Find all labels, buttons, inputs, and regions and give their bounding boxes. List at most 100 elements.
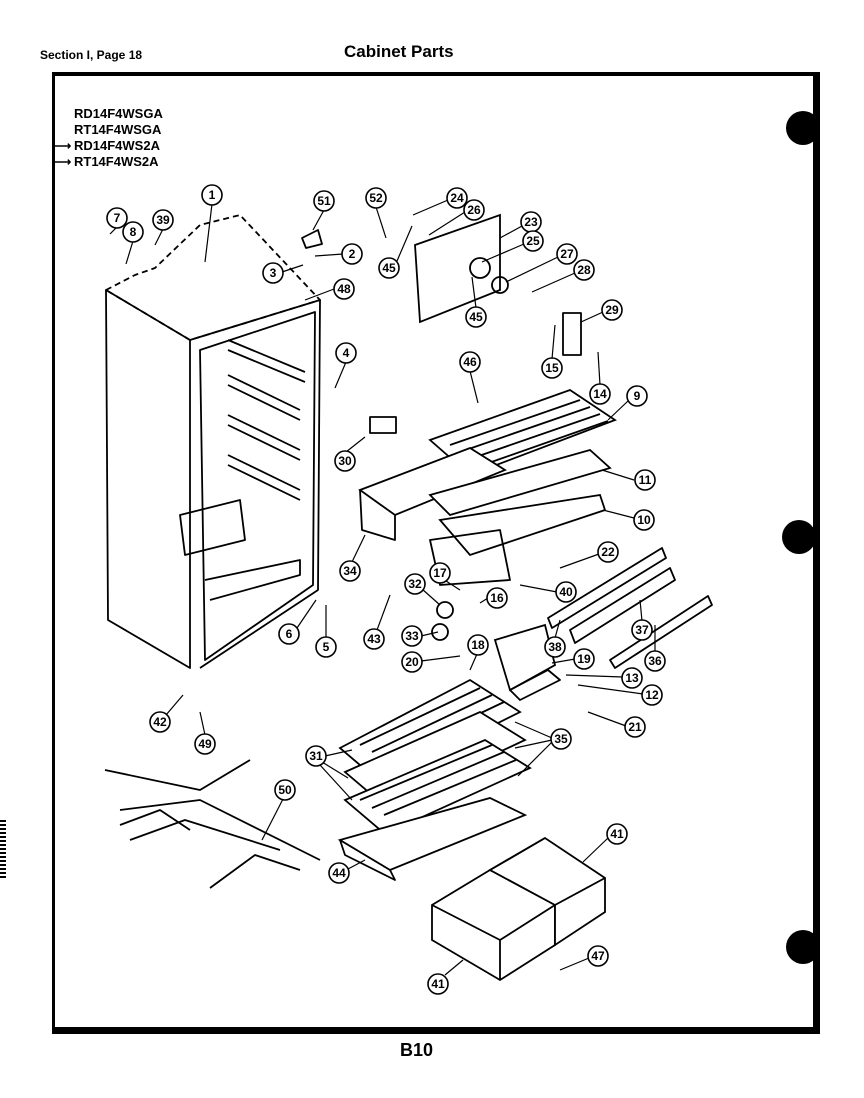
svg-text:33: 33: [405, 629, 419, 643]
callout-22: 22: [559, 541, 619, 569]
svg-text:48: 48: [337, 282, 351, 296]
callout-23: 23: [499, 211, 542, 239]
model-code: RD14F4WSGA: [74, 106, 163, 121]
crisper-drawers: [431, 836, 606, 982]
callout-44: 44: [328, 859, 366, 884]
freezer-shelf-assembly: [358, 389, 617, 586]
callout-36: 36: [644, 625, 666, 672]
callout-47: 47: [559, 945, 609, 971]
model-list: RD14F4WSGA RT14F4WSGA ⟶RD14F4WS2A ⟶RT14F…: [54, 106, 163, 170]
trim-strips: [547, 547, 713, 669]
callout-38: 38: [544, 619, 566, 658]
svg-text:8: 8: [130, 225, 137, 239]
arrow-icon: ⟶: [54, 155, 72, 169]
callout-35: 35: [514, 721, 572, 777]
svg-text:4: 4: [343, 346, 350, 360]
svg-text:11: 11: [639, 473, 652, 487]
svg-text:15: 15: [545, 361, 559, 375]
scan-edge-marks: [0, 820, 6, 880]
svg-text:27: 27: [560, 247, 574, 261]
callout-45-lower: 45: [465, 276, 487, 328]
callout-7: 7: [106, 207, 128, 235]
svg-text:41: 41: [431, 977, 445, 991]
svg-text:29: 29: [605, 303, 619, 317]
svg-text:39: 39: [156, 213, 170, 227]
svg-text:2: 2: [349, 247, 356, 261]
callout-8: 8: [122, 221, 144, 265]
model-code: RT14F4WSGA: [74, 122, 162, 137]
meat-keeper-assembly: [431, 601, 561, 701]
callout-9: 9: [607, 385, 648, 421]
svg-text:32: 32: [408, 577, 422, 591]
callout-41-upper: 41: [582, 823, 628, 863]
callout-20: 20: [401, 651, 461, 673]
callout-29: 29: [580, 299, 623, 323]
callout-46: 46: [459, 351, 481, 404]
svg-text:42: 42: [153, 715, 167, 729]
svg-text:9: 9: [634, 389, 641, 403]
model-code: ⟶RT14F4WS2A: [54, 154, 159, 169]
svg-text:3: 3: [270, 266, 277, 280]
callout-6: 6: [278, 599, 317, 645]
section-page-label: Section I, Page 18: [40, 48, 143, 62]
callout-19: 19: [551, 648, 595, 670]
callout-11: 11: [601, 469, 656, 491]
svg-text:10: 10: [637, 513, 651, 527]
svg-text:31: 31: [309, 749, 323, 763]
svg-text:43: 43: [367, 632, 381, 646]
punch-hole-middle: [782, 520, 816, 554]
callout-34: 34: [339, 534, 366, 582]
callout-21: 21: [587, 711, 646, 738]
callout-2: 2: [314, 243, 363, 265]
control-assembly: [301, 213, 582, 356]
callout-4: 4: [334, 342, 357, 389]
svg-text:51: 51: [317, 194, 331, 208]
callout-26: 26: [428, 199, 485, 236]
callout-5: 5: [315, 605, 337, 658]
model-code: ⟶RD14F4WS2A: [54, 138, 160, 153]
callout-3: 3: [262, 262, 304, 284]
svg-text:18: 18: [471, 638, 485, 652]
diagram-frame: [52, 72, 820, 1034]
callout-32: 32: [404, 573, 441, 606]
wiring-harness: [104, 759, 321, 889]
svg-text:34: 34: [343, 564, 357, 578]
svg-text:36: 36: [648, 654, 662, 668]
callout-12: 12: [577, 684, 663, 706]
callout-14: 14: [589, 351, 611, 405]
page-title: Cabinet Parts: [344, 42, 454, 61]
svg-text:6: 6: [286, 627, 293, 641]
svg-text:37: 37: [635, 623, 649, 637]
callout-52: 52: [365, 187, 387, 239]
svg-text:24: 24: [450, 191, 464, 205]
callout-45-upper: 45: [378, 225, 413, 279]
svg-text:35: 35: [554, 732, 568, 746]
svg-text:52: 52: [369, 191, 383, 205]
callout-41-lower: 41: [427, 959, 464, 995]
svg-text:49: 49: [198, 737, 212, 751]
svg-text:16: 16: [490, 591, 504, 605]
svg-text:44: 44: [332, 866, 346, 880]
svg-text:25: 25: [526, 234, 540, 248]
svg-text:1: 1: [209, 188, 216, 202]
callout-13: 13: [565, 667, 643, 689]
svg-text:19: 19: [577, 652, 591, 666]
callout-37: 37: [631, 599, 653, 641]
svg-text:30: 30: [338, 454, 352, 468]
callout-24: 24: [412, 187, 468, 216]
svg-text:17: 17: [433, 566, 447, 580]
callout-31: 31: [305, 745, 353, 801]
callout-49: 49: [194, 711, 216, 755]
callout-39: 39: [152, 209, 174, 246]
callout-1: 1: [201, 184, 223, 263]
callout-markers: 1 2 3 4 5 6 7 8 39 51 48 52 24 26 23 25 …: [106, 184, 666, 995]
svg-text:40: 40: [559, 585, 573, 599]
svg-text:41: 41: [610, 827, 624, 841]
callout-17: 17: [429, 562, 461, 591]
svg-text:20: 20: [405, 655, 419, 669]
callout-33: 33: [401, 625, 439, 647]
callout-25: 25: [481, 230, 544, 263]
callout-42: 42: [149, 694, 184, 733]
callout-51: 51: [312, 190, 335, 231]
